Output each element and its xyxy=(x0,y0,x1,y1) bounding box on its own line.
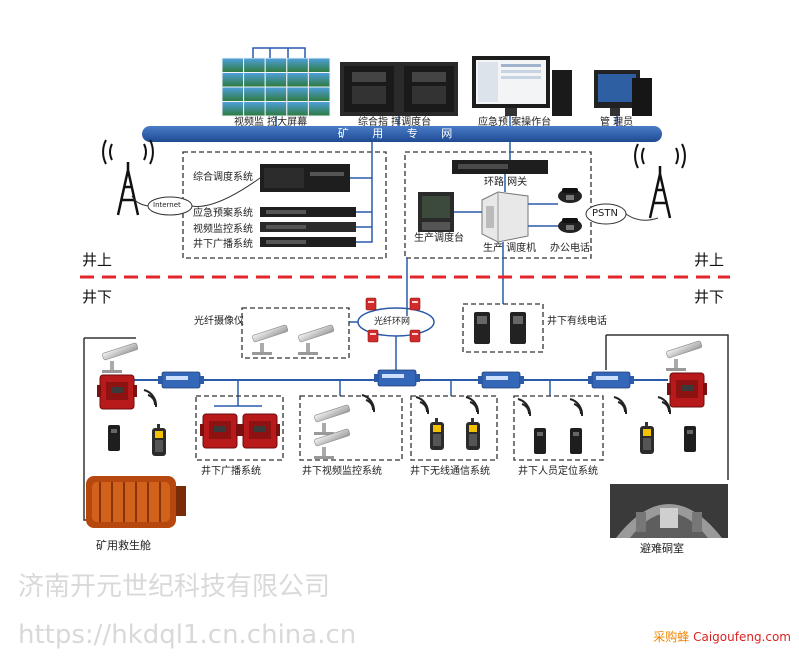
surface-item-1: 应急预案系统 xyxy=(193,208,253,219)
refuge-speaker xyxy=(666,372,708,408)
underground-switch-1 xyxy=(157,371,205,389)
rack-servers xyxy=(260,207,356,247)
wireless-label: 井下无线通信系统 xyxy=(410,466,490,477)
dispatch-desk-label: 生产调度台 xyxy=(414,233,464,244)
emergency-label: 应急预 案操作台 xyxy=(478,117,552,128)
office-phone-1 xyxy=(558,188,582,203)
pstn-label: PSTN xyxy=(592,208,618,219)
wireless-system-box xyxy=(410,395,498,461)
broadcast-label: 井下广播系统 xyxy=(201,466,261,477)
dispatch-desk-device xyxy=(418,192,454,232)
video-label: 井下视频监控系统 xyxy=(302,466,382,477)
capsule-speaker xyxy=(96,374,138,410)
left-radio-tower xyxy=(102,139,154,216)
console-label: 综合指 挥调度台 xyxy=(358,117,432,128)
refuge-label: 避难硐室 xyxy=(640,542,684,555)
underground-switch-4 xyxy=(587,371,635,389)
surface-dispatch-box xyxy=(404,151,592,259)
below-ground-left: 井下 xyxy=(82,288,113,306)
site-logo[interactable]: 采购蜂 Caigoufeng.com xyxy=(653,630,791,644)
rescue-capsule xyxy=(86,476,186,528)
fiber-camera-box xyxy=(241,307,350,359)
wired-phone-2 xyxy=(510,312,526,344)
loop-gateway xyxy=(452,160,548,174)
fiber-camera-1 xyxy=(251,324,289,356)
refuge-wireless-icon-1 xyxy=(613,396,628,415)
emergency-workstation xyxy=(472,56,572,116)
underground-switch-2 xyxy=(373,369,421,387)
capsule-wireless-icon xyxy=(143,389,158,408)
admin-computer xyxy=(594,70,652,116)
refuge-chamber-photo xyxy=(610,484,728,538)
broadcast-system-box xyxy=(195,395,284,461)
bus-label: 矿 用 专 网 xyxy=(337,127,463,140)
broadcast-speaker-2 xyxy=(239,413,281,449)
wireless-icon-2 xyxy=(465,396,480,415)
dispatcher-label: 生产 调度机 xyxy=(483,243,537,254)
locator-tag-2 xyxy=(570,428,582,454)
mine-network-bus xyxy=(142,126,662,142)
site-name: 采购蜂 xyxy=(653,630,690,644)
locate-label: 井下人员定位系统 xyxy=(518,466,598,477)
video-system-box xyxy=(299,395,403,461)
capsule-label: 矿用救生舱 xyxy=(96,539,151,552)
fiber-camera-2 xyxy=(297,324,335,356)
admin-label: 管 理员 xyxy=(600,117,634,128)
gateway-label: 环路 网关 xyxy=(484,177,528,188)
refuge-camera xyxy=(665,340,703,372)
surface-item-2: 视频监控系统 xyxy=(193,224,253,235)
surface-item-3: 井下广播系统 xyxy=(193,239,253,250)
video-wall-display xyxy=(221,47,331,117)
wireless-phone-1 xyxy=(430,418,444,450)
locate-system-box xyxy=(513,395,604,461)
below-ground-right: 井下 xyxy=(694,288,725,306)
site-domain: Caigoufeng.com xyxy=(693,630,791,644)
wireless-icon-1 xyxy=(415,396,430,415)
fiber-camera-label: 光纤摄像仪 xyxy=(194,316,244,327)
ring-switch-4 xyxy=(409,329,421,343)
ring-label: 光纤环网 xyxy=(374,317,411,327)
capsule-locator-tag xyxy=(108,425,120,451)
refuge-wireless-icon-2 xyxy=(657,396,672,415)
locate-icon-1 xyxy=(517,398,532,417)
locate-icon-2 xyxy=(569,398,584,417)
refuge-locator-tag xyxy=(684,426,696,452)
capsule-wireless-phone xyxy=(152,424,166,456)
wireless-phone-2 xyxy=(466,418,480,450)
office-phone-label: 办公电话 xyxy=(550,243,590,254)
locator-tag-1 xyxy=(534,428,546,454)
above-ground-right: 井上 xyxy=(694,251,725,269)
wired-phone-label: 井下有线电话 xyxy=(547,316,607,327)
ring-switch-3 xyxy=(367,329,379,343)
underground-switch-3 xyxy=(477,371,525,389)
video-wall-label: 视频监 控大屏幕 xyxy=(234,117,308,128)
watermark-company: 济南开元世纪科技有限公司 xyxy=(18,572,331,602)
ring-switch-1 xyxy=(365,297,377,311)
video-wireless-icon xyxy=(361,394,376,413)
wired-phone-1 xyxy=(474,312,490,344)
ring-switch-2 xyxy=(409,297,421,311)
watermark-url: https://hkdql1.cn.china.cn xyxy=(18,620,357,650)
capsule-camera xyxy=(101,342,139,374)
internet-label: Internet xyxy=(153,201,181,209)
command-console xyxy=(340,62,458,116)
dispatcher-switch xyxy=(481,191,529,243)
right-radio-tower xyxy=(634,143,686,219)
office-phone-2 xyxy=(558,218,582,233)
refuge-wireless-phone xyxy=(640,422,654,454)
surface-item-0: 综合调度系统 xyxy=(193,172,253,183)
dispatch-server xyxy=(260,164,350,192)
broadcast-speaker-1 xyxy=(199,413,241,449)
refuge-bracket xyxy=(606,334,729,480)
above-ground-left: 井上 xyxy=(82,251,113,269)
wired-phone-box xyxy=(462,303,544,353)
